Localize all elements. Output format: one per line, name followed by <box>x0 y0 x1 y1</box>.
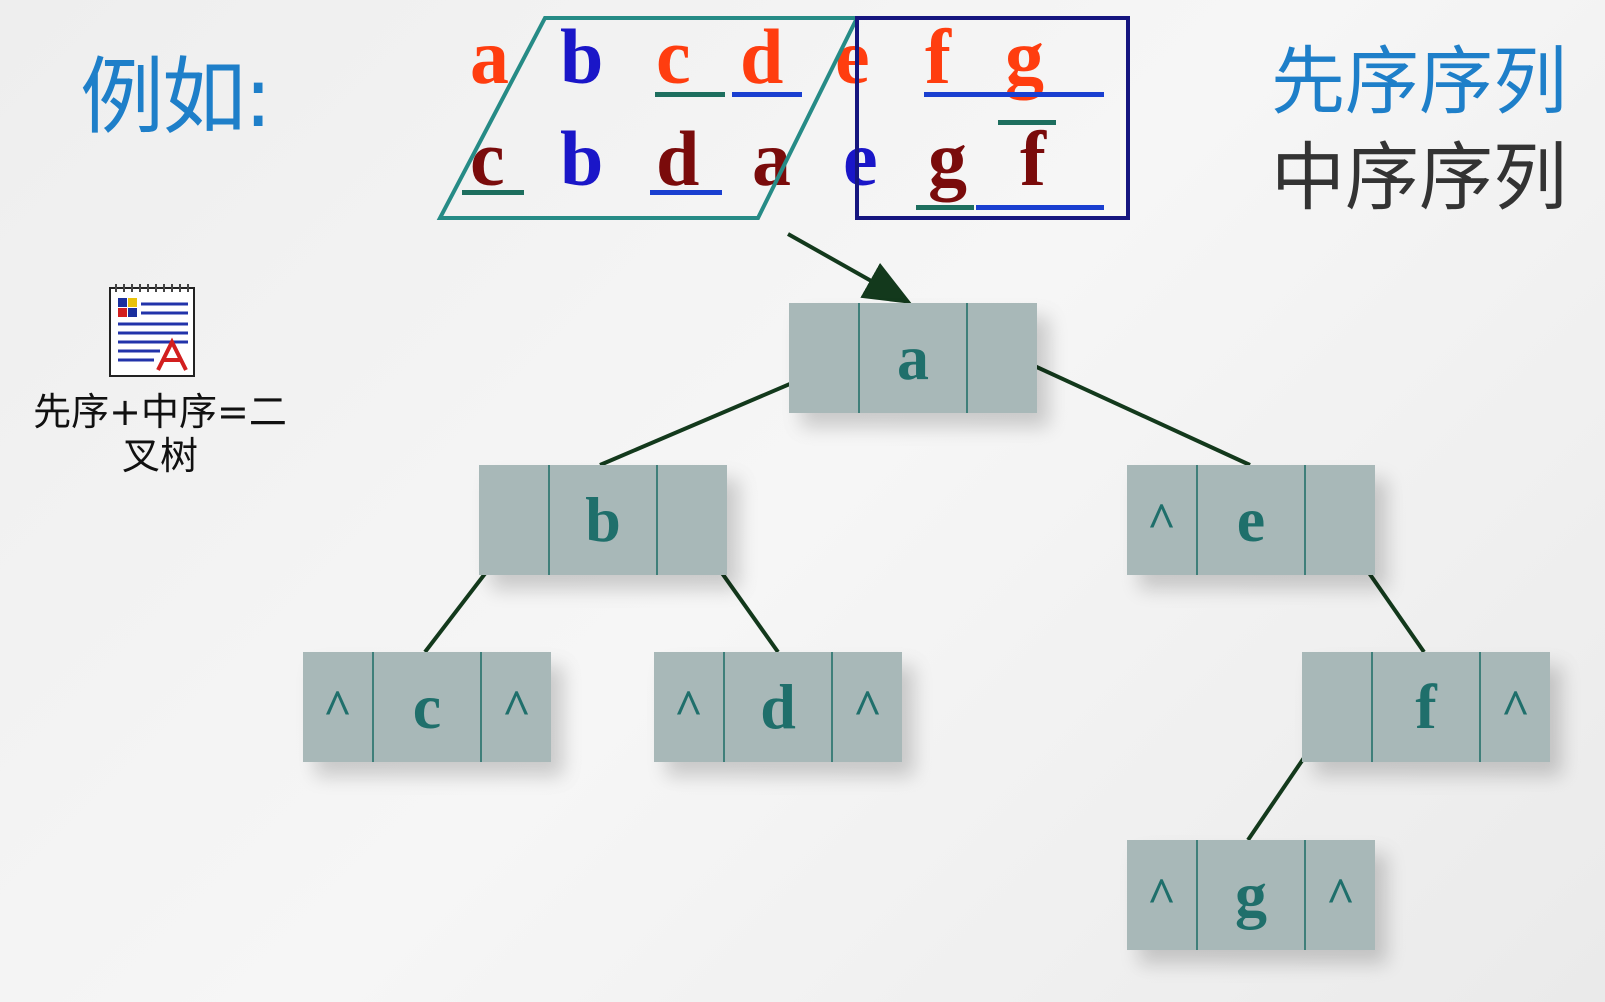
tree-node-g: ^ g ^ <box>1127 840 1375 950</box>
tree-node-b: b <box>479 465 727 575</box>
right-pointer: ^ <box>1500 679 1531 735</box>
right-pointer: ^ <box>501 679 532 735</box>
right-pointer <box>968 303 1037 413</box>
node-key: c <box>372 652 482 762</box>
node-key: d <box>723 652 833 762</box>
underline <box>655 92 725 97</box>
underline <box>732 92 802 97</box>
left-pointer <box>479 465 548 575</box>
inorder-label: 中序序列 <box>1271 135 1567 221</box>
left-subtree-frame <box>436 16 861 220</box>
inorder-letter: e <box>843 115 878 202</box>
right-pointer <box>658 465 727 575</box>
tree-node-d: ^ d ^ <box>654 652 902 762</box>
tree-node-f: f ^ <box>1302 652 1550 762</box>
preorder-letter: c <box>656 13 691 100</box>
preorder-label: 先序序列 <box>1271 39 1567 125</box>
node-key: b <box>548 465 658 575</box>
right-pointer: ^ <box>1325 867 1356 923</box>
inorder-letter: b <box>560 115 604 202</box>
inorder-letter: g <box>928 115 967 202</box>
underline <box>916 205 974 210</box>
left-pointer <box>789 303 858 413</box>
icon-caption: 先序+中序=二叉树 <box>33 390 287 478</box>
inorder-letter: c <box>470 115 505 202</box>
tree-node-a: a <box>789 303 1037 413</box>
node-key: e <box>1196 465 1306 575</box>
preorder-letter: d <box>740 13 784 100</box>
left-pointer: ^ <box>1146 492 1177 548</box>
preorder-letter: f <box>925 13 951 100</box>
left-pointer: ^ <box>322 679 353 735</box>
right-subtree-frame <box>855 16 1130 220</box>
inorder-letter: d <box>656 115 700 202</box>
left-pointer: ^ <box>1146 867 1177 923</box>
right-pointer: ^ <box>852 679 883 735</box>
edge-a-e <box>1003 350 1251 467</box>
preorder-letter: a <box>470 13 509 100</box>
node-key: f <box>1371 652 1481 762</box>
node-key: g <box>1196 840 1306 950</box>
tree-node-c: ^ c ^ <box>303 652 551 762</box>
underline <box>976 205 1104 210</box>
right-pointer <box>1306 465 1375 575</box>
preorder-letter: g <box>1005 13 1044 100</box>
node-key: a <box>858 303 968 413</box>
preorder-letter: b <box>560 13 604 100</box>
inorder-letter: a <box>752 115 791 202</box>
left-pointer <box>1302 652 1371 762</box>
left-pointer: ^ <box>673 679 704 735</box>
underline <box>462 190 524 195</box>
underline <box>650 190 722 195</box>
tree-node-e: ^ e <box>1127 465 1375 575</box>
underline <box>998 120 1056 125</box>
root-arrow <box>787 232 912 304</box>
underline <box>924 92 1104 97</box>
document-icon[interactable] <box>108 282 198 378</box>
inorder-letter: f <box>1020 115 1046 202</box>
example-heading: 例如: <box>80 48 272 146</box>
